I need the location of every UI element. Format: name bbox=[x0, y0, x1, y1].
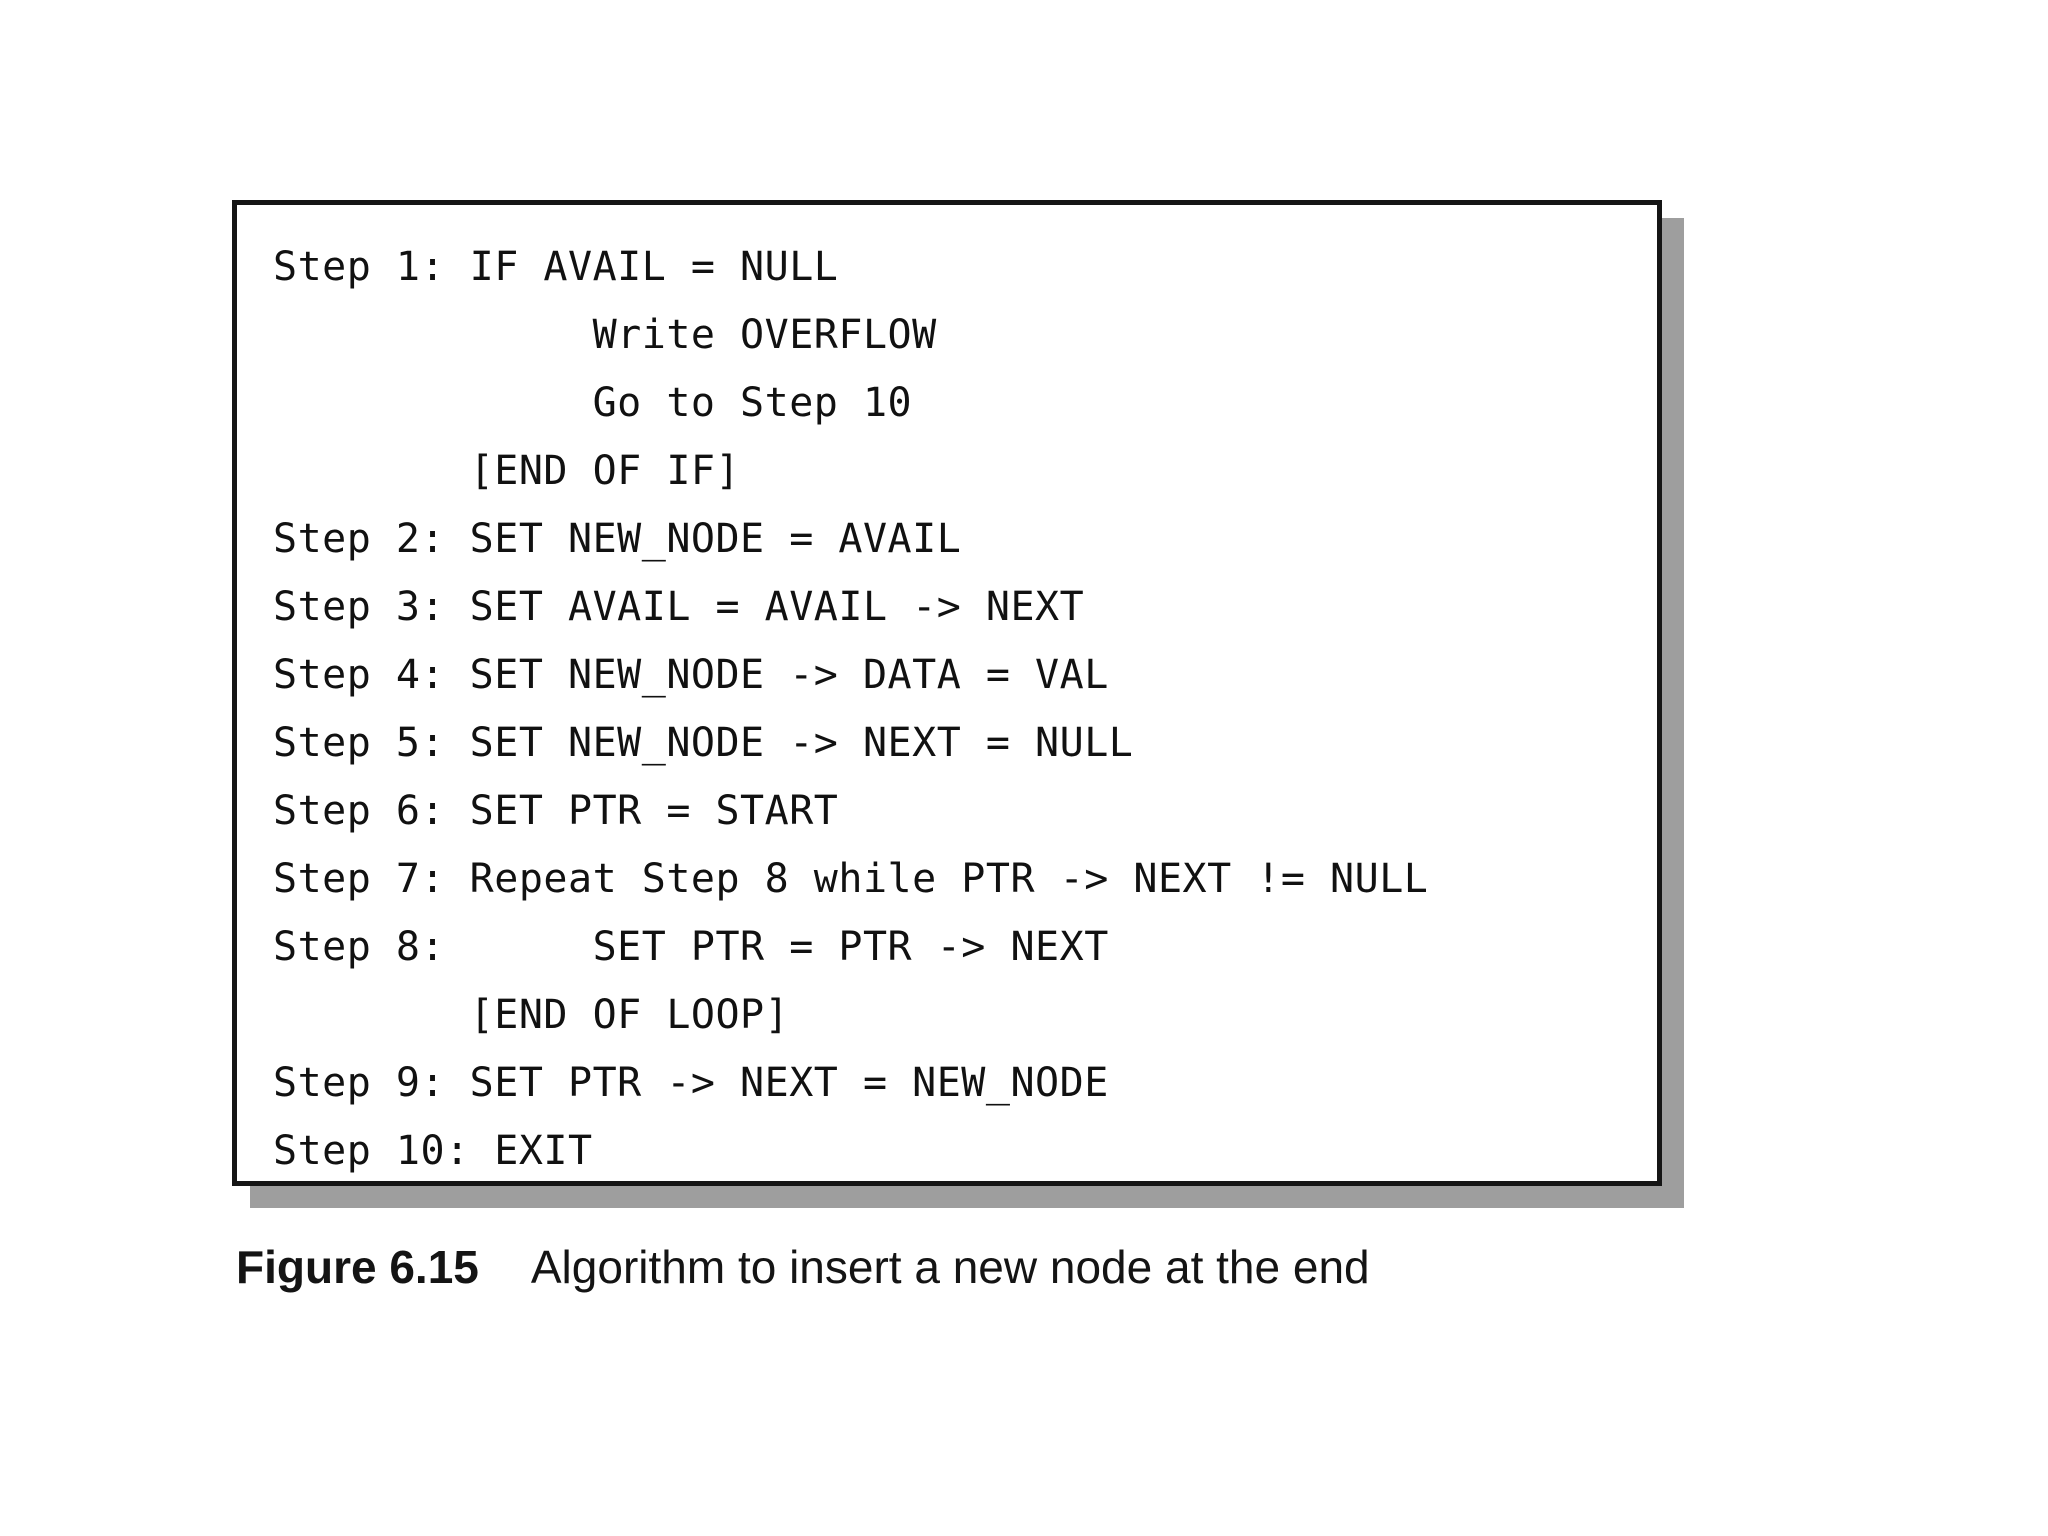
code-line: Step 3: SET AVAIL = AVAIL -> NEXT bbox=[273, 584, 1085, 630]
figure-container: Step 1: IF AVAIL = NULL Write OVERFLOW G… bbox=[232, 200, 1686, 1210]
figure-caption-text: Algorithm to insert a new node at the en… bbox=[530, 1241, 1370, 1293]
code-line: Step 9: SET PTR -> NEXT = NEW_NODE bbox=[273, 1060, 1109, 1106]
algorithm-code-block: Step 1: IF AVAIL = NULL Write OVERFLOW G… bbox=[237, 205, 1657, 1181]
algorithm-box: Step 1: IF AVAIL = NULL Write OVERFLOW G… bbox=[232, 200, 1662, 1186]
code-line: Go to Step 10 bbox=[273, 380, 913, 426]
figure-caption: Figure 6.15 Algorithm to insert a new nod… bbox=[236, 1240, 1736, 1294]
code-line: [END OF LOOP] bbox=[273, 992, 790, 1038]
code-line: Step 7: Repeat Step 8 while PTR -> NEXT … bbox=[273, 856, 1429, 902]
code-line: [END OF IF] bbox=[273, 448, 741, 494]
figure-caption-label: Figure 6.15 bbox=[236, 1241, 479, 1293]
code-line: Step 4: SET NEW_NODE -> DATA = VAL bbox=[273, 652, 1109, 698]
code-line: Step 6: SET PTR = START bbox=[273, 788, 839, 834]
code-line: Step 8: SET PTR = PTR -> NEXT bbox=[273, 924, 1109, 970]
code-line: Step 2: SET NEW_NODE = AVAIL bbox=[273, 516, 962, 562]
code-line: Step 1: IF AVAIL = NULL bbox=[273, 244, 839, 290]
code-line: Step 10: EXIT bbox=[273, 1128, 593, 1174]
code-line: Write OVERFLOW bbox=[273, 312, 937, 358]
code-line: Step 5: SET NEW_NODE -> NEXT = NULL bbox=[273, 720, 1134, 766]
